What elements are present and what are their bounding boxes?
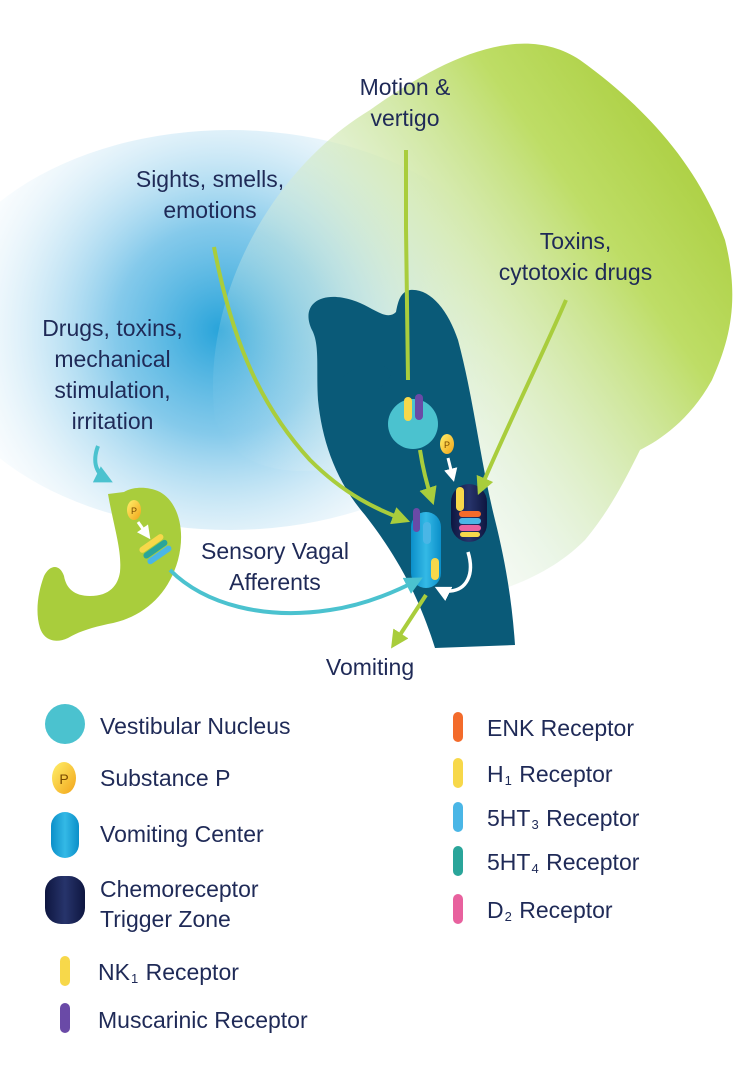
stomach-receptors [139, 534, 172, 565]
substance-p-stomach: P [127, 500, 141, 520]
label-vomiting: Vomiting [325, 654, 415, 680]
arrow-vomiting [391, 593, 428, 649]
legend-muscarinic-icon [60, 1003, 70, 1033]
legend-5ht4-icon [453, 846, 463, 876]
label-motion-vertigo: Motion & vertigo [330, 72, 480, 134]
legend-vestibular-icon [45, 704, 85, 744]
label-drugs-line4: irritation [71, 408, 154, 434]
nk1-receptor-vc [431, 558, 439, 580]
arrow-motion-vertigo [404, 150, 410, 381]
nk1-receptor-ctz [456, 487, 464, 511]
h1-receptor-ctz [460, 532, 480, 537]
legend-5ht3-text: 5HT3 Receptor [487, 805, 640, 832]
legend-vomiting-center-icon [51, 812, 79, 858]
label-toxins-line1: Toxins, [539, 228, 612, 254]
legend-h1-icon [453, 758, 463, 788]
label-toxins-line2: cytotoxic drugs [498, 259, 653, 285]
label-motion-line2: vertigo [370, 105, 440, 131]
label-drugs-line3: stimulation, [54, 377, 171, 403]
ht3-receptor-vc [423, 522, 431, 544]
legend-substance-p-icon: P [52, 762, 76, 794]
label-sights-line2: emotions [163, 197, 257, 223]
label-toxins: Toxins, cytotoxic drugs [468, 226, 683, 288]
substance-p-ctz: P [440, 434, 454, 454]
svg-text:P: P [59, 771, 68, 787]
vestibular-nucleus [388, 399, 438, 449]
muscarinic-receptor-vestibular [415, 394, 423, 420]
legend-nk1-icon [60, 956, 70, 986]
arrow-toxins [476, 299, 568, 495]
legend-5ht3-icon [453, 802, 463, 832]
legend-muscarinic-text: Muscarinic Receptor [98, 1007, 308, 1033]
legend-nk1-text: NK1 Receptor [98, 959, 239, 986]
legend-substance-p-text: Substance P [100, 765, 231, 791]
label-sensory-line2: Afferents [229, 569, 321, 595]
label-sensory-line1: Sensory Vagal [201, 538, 349, 564]
legend-vomiting-center-text: Vomiting Center [100, 821, 264, 847]
svg-text:P: P [444, 440, 450, 450]
label-sights-line1: Sights, smells, [135, 166, 285, 192]
arrow-ctz-to-vc [434, 551, 473, 601]
arrow-sights-smells [212, 246, 411, 525]
ht3-receptor-ctz [459, 518, 481, 524]
legend-vestibular-text: Vestibular Nucleus [100, 713, 291, 739]
label-motion-line1: Motion & [359, 74, 451, 100]
muscarinic-receptor-vc [413, 508, 420, 532]
legend-d2-icon [453, 894, 463, 924]
legend-ctz-text: Chemoreceptor Trigger Zone [100, 874, 259, 934]
svg-text:P: P [131, 506, 137, 516]
label-sensory-vagal: Sensory Vagal Afferents [180, 536, 370, 598]
arrow-substance-p-to-stomach-receptors [136, 521, 151, 540]
arrow-substance-p-to-ctz [444, 457, 458, 482]
arrow-vestibular-to-vc [418, 449, 437, 506]
label-drugs-line2: mechanical [54, 346, 171, 372]
legend-h1-text: H1 Receptor [487, 761, 613, 788]
legend-ctz-line1: Chemoreceptor [100, 876, 259, 902]
h1-receptor-vestibular [404, 397, 412, 421]
arrow-sensory-vagal [168, 568, 423, 616]
legend-ctz-icon [45, 876, 85, 924]
legend-d2-text: D2 Receptor [487, 897, 613, 924]
arrow-drugs-to-stomach [92, 445, 113, 483]
label-drugs-toxins: Drugs, toxins, mechanical stimulation, i… [20, 313, 205, 437]
legend-enk-text: ENK Receptor [487, 715, 635, 741]
brainstem-notch [340, 363, 392, 394]
label-drugs-line1: Drugs, toxins, [42, 315, 183, 341]
d2-receptor-ctz-1 [459, 511, 481, 517]
legend-5ht4-text: 5HT4 Receptor [487, 849, 640, 876]
label-sights-smells: Sights, smells, emotions [110, 164, 310, 226]
d2-receptor-ctz-2 [459, 525, 481, 531]
legend-ctz-line2: Trigger Zone [100, 906, 231, 932]
legend-enk-icon [453, 712, 463, 742]
